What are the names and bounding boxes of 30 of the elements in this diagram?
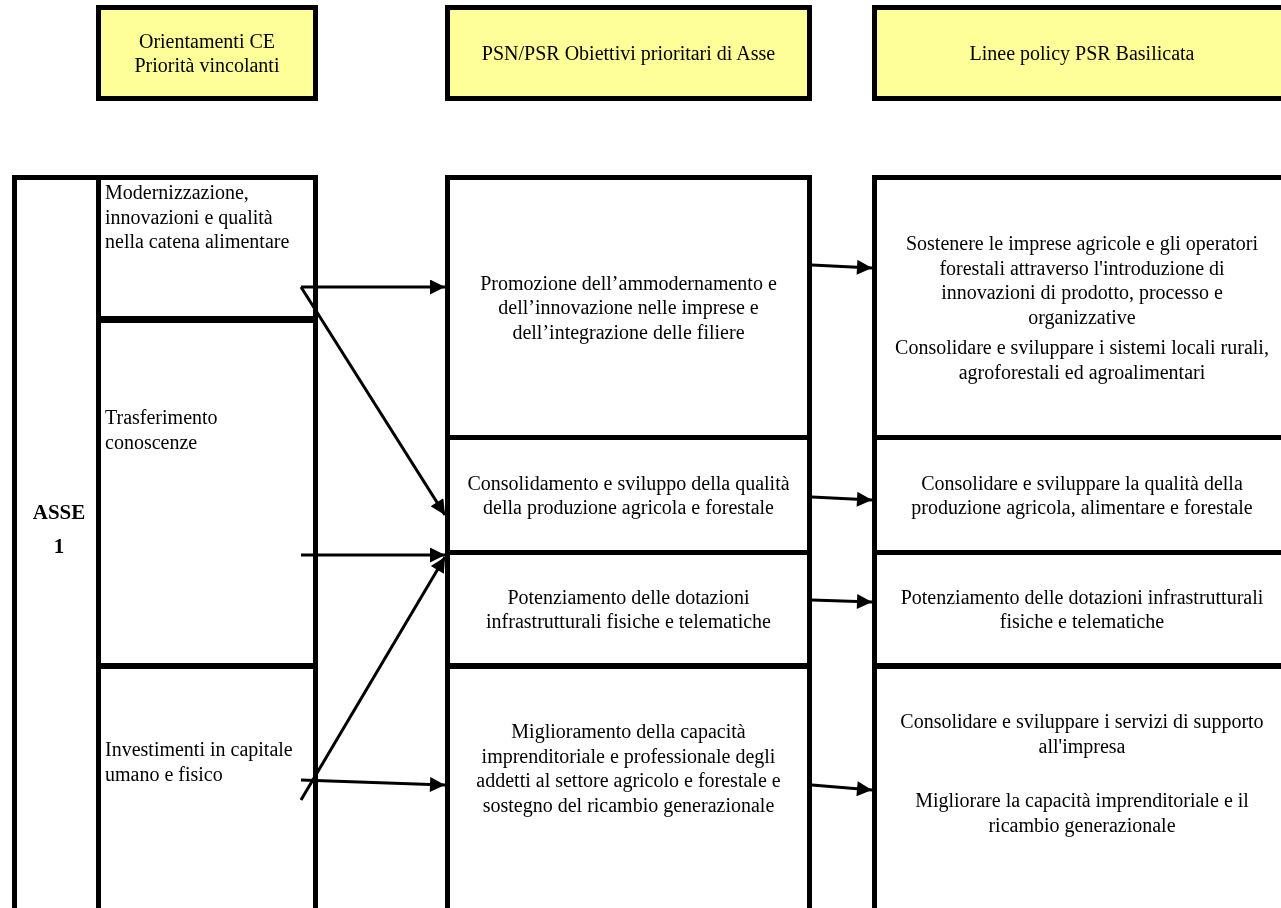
arrow bbox=[811, 781, 873, 797]
header-text: Orientamenti CE Priorità vincolanti bbox=[133, 28, 281, 78]
box-text: Investimenti in capitale umano e fisico bbox=[105, 737, 294, 786]
box-text: Consolidare e sviluppare i servizi di supporto all'impresa bbox=[899, 709, 1265, 758]
box-text: Potenziamento delle dotazioni infrastrutturali fisiche e telematiche bbox=[899, 584, 1265, 634]
box-text: Potenziamento delle dotazioni infrastrutturali fisiche e telematiche bbox=[485, 584, 772, 634]
header-text: Linee policy PSR Basilicata bbox=[969, 40, 1195, 66]
box-text: Consolidare e sviluppare la qualità della produzione agricola, alimentare e forestale bbox=[910, 470, 1254, 520]
box-text: Consolidare e sviluppare i sistemi locali rurali, agroforestali ed agroalimentari bbox=[894, 335, 1270, 384]
axis-label: ASSE 1 bbox=[31, 499, 87, 560]
arrow bbox=[300, 777, 446, 792]
arrow bbox=[811, 491, 873, 507]
arrow bbox=[301, 279, 445, 295]
box-text: Modernizzazione, innovazioni e qualità nella catena alimentare bbox=[105, 180, 291, 254]
arrow bbox=[811, 594, 873, 609]
box-text: Trasferimento conoscenze bbox=[105, 405, 219, 454]
arrow bbox=[301, 547, 445, 563]
box-text: Consolidamento e sviluppo della qualità della produzione agricola e forestale bbox=[466, 470, 791, 520]
column-header bbox=[445, 5, 812, 101]
box-text: Miglioramento della capacità imprenditoriale e professionale degli addetti al settore agricolo e forestale e sostegno del ricambio generazionale bbox=[475, 719, 782, 817]
arrow bbox=[299, 556, 447, 801]
box-text: Migliorare la capacità imprenditoriale e il ricambio generazionale bbox=[914, 788, 1250, 837]
axis-box bbox=[12, 175, 318, 908]
box-text: Promozione dell’ammodernamento e dell’innovazione nelle imprese e dell’integrazione delle filiere bbox=[479, 270, 778, 345]
arrow bbox=[299, 286, 447, 516]
header-text: PSN/PSR Obiettivi prioritari di Asse bbox=[481, 40, 776, 66]
column-header bbox=[96, 5, 318, 101]
column-header bbox=[872, 5, 1281, 101]
box-text: Sostenere le imprese agricole e gli operatori forestali attraverso l'introduzione di innovazioni di prodotto, processo e organizzative bbox=[904, 231, 1260, 329]
arrow bbox=[811, 259, 873, 275]
